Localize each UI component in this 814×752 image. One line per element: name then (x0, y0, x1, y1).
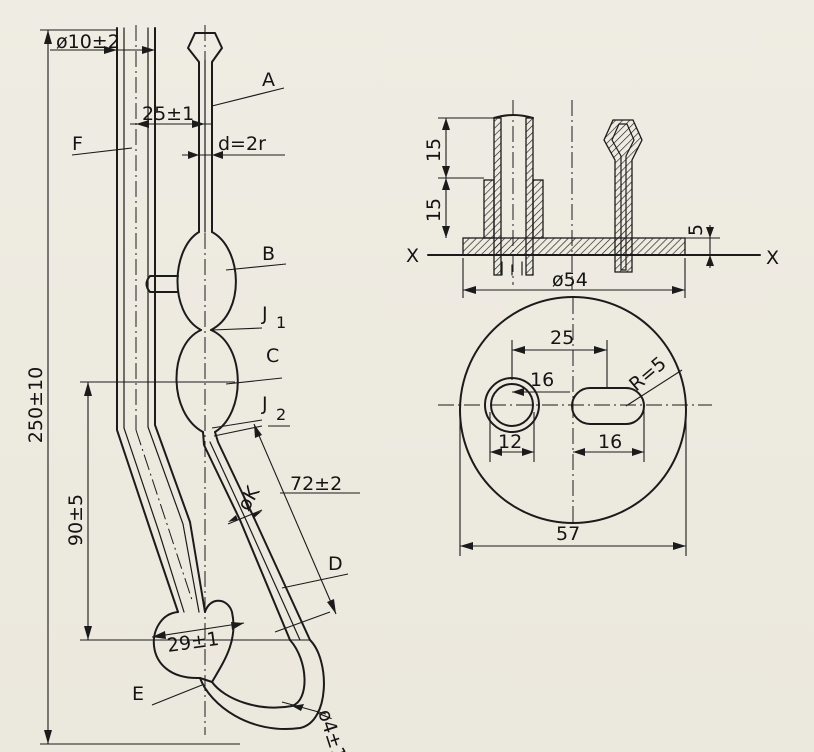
tube-f-outer-right (154, 27, 206, 613)
dim-plate-57: 57 (556, 523, 580, 545)
label-e: E (132, 683, 144, 705)
viscometer-view (116, 25, 325, 735)
collar-left (483, 179, 495, 239)
label-leaders (71, 87, 360, 706)
dim-height-bottom: 15 (423, 198, 445, 222)
tube-f-lower-centerline (135, 429, 193, 601)
plan-view (438, 296, 712, 556)
tube-bottom-marks (501, 261, 523, 276)
dim-hole-16: 16 (530, 369, 554, 391)
label-a: A (262, 69, 275, 91)
dim-lower-length: 90±5 (65, 494, 87, 546)
label-x-left: X (406, 245, 419, 267)
dim-spacing: 25±1 (142, 103, 194, 125)
dim-total-length: 250±10 (25, 367, 47, 443)
dim-hole-12: 12 (498, 431, 522, 453)
label-d: D (328, 553, 343, 575)
capillary-section (603, 119, 643, 273)
dim-phi-4: ø4±1 (313, 707, 350, 752)
bulb-b (176, 231, 237, 331)
dim-height-top: 15 (423, 138, 445, 162)
side-stub (145, 275, 179, 293)
label-j1-sub: 1 (276, 313, 286, 332)
label-b: B (262, 243, 275, 265)
collar-right (532, 179, 544, 239)
dim-slot-16: 16 (598, 431, 622, 453)
drawing-text: A B J 1 C J 2 D E F X X ø10±2 25±1 d=2r … (25, 31, 779, 752)
label-f: F (72, 133, 83, 155)
plate-circle (459, 296, 687, 524)
dim-plate-thickness: 5 (685, 224, 707, 236)
tube-wall-left (493, 117, 502, 276)
section-view (427, 100, 761, 298)
capillary-top-funnel (187, 32, 223, 89)
u-bend-inner (211, 639, 306, 709)
dim-centers: 25 (550, 327, 574, 349)
dim-capillary: d=2r (218, 133, 266, 155)
dim-phi-k: øK (233, 482, 264, 514)
label-c: C (266, 345, 279, 367)
label-j2-sub: 2 (276, 405, 286, 424)
label-j2: J (261, 393, 268, 415)
tube-f-inner-right (147, 27, 200, 613)
dim-bulb-width: 29±1 (166, 628, 221, 657)
arm-d-outer (202, 431, 291, 641)
arm-d-outer-right (214, 431, 311, 641)
tube-f-outer-left (116, 27, 179, 613)
u-bend-outer (199, 639, 325, 731)
bulb-c (175, 329, 239, 433)
dim-arm-length: 72±2 (290, 473, 342, 495)
slot (571, 387, 645, 425)
dim-dia-54: ø54 (552, 269, 588, 291)
dim-tube-diameter: ø10±2 (56, 31, 120, 53)
label-x-right: X (766, 247, 779, 269)
label-j1: J (261, 303, 268, 325)
arm-d-inner (209, 441, 301, 641)
tube-f-inner-left (123, 27, 185, 613)
tube-wall-right (525, 117, 534, 276)
